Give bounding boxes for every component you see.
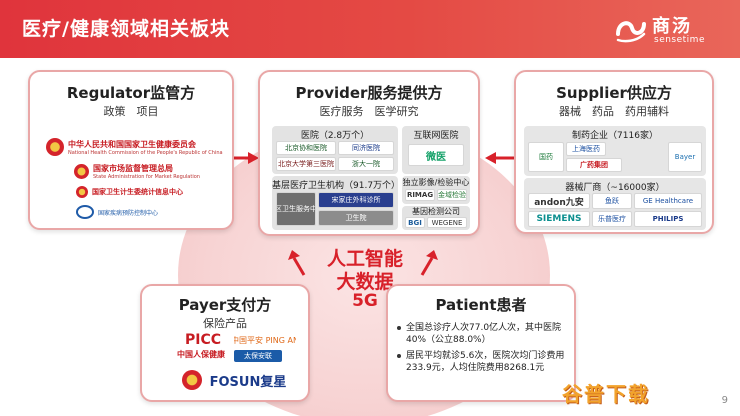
- zju1-logo: 浙大一院: [338, 157, 394, 171]
- tongji-logo: 同济医院: [338, 141, 394, 155]
- patient-card: Patient患者: [386, 284, 576, 402]
- bullet-icon: [397, 326, 401, 330]
- gpg-logo: 广药集团: [566, 158, 622, 172]
- fosun-logo: FOSUN复星: [206, 370, 290, 390]
- ge-healthcare-logo: GE Healthcare: [634, 193, 702, 209]
- picc-logo: PICC: [180, 332, 226, 348]
- sensetime-logo: 商汤 sensetime: [614, 10, 724, 50]
- center-ai-text: 人工智能: [326, 248, 403, 270]
- provider-card: Provider服务提供方 医疗服务 医学研究 医院（2.8万个） 北京协和医院…: [258, 70, 480, 236]
- internet-hospital-label: 互联网医院: [413, 131, 459, 141]
- imaging-center-label: 独立影像/检验中心: [402, 178, 470, 187]
- supplier-card: Supplier供应方 器械 药品 药用辅料 制药企业（7116家） 国药 上海…: [514, 70, 714, 234]
- clinic-sign: 宋家庄外科诊所: [318, 192, 394, 208]
- arrow-up-right-icon: [420, 250, 438, 276]
- genetic-testing-label: 基因检测公司: [412, 207, 460, 216]
- payer-card: Payer支付方 保险产品 PICC 中国人保健康 中国平安 PING AN 太…: [140, 284, 310, 402]
- provider-subtitle: 医疗服务 医学研究: [319, 105, 419, 118]
- provider-title: Provider服务提供方: [295, 84, 443, 102]
- device-label: 器械厂商（~16000家）: [565, 183, 665, 193]
- picc-health-logo: 中国人保健康: [172, 348, 230, 360]
- logo-cn-text: 商汤: [652, 16, 692, 37]
- page-title: 医疗/健康领域相关板块: [22, 18, 230, 40]
- primary-care-label: 基层医疗卫生机构（91.7万个）: [272, 181, 401, 191]
- samr-logo: 国家市场监督管理总局 State Administration for Mark…: [74, 163, 200, 180]
- supplier-subtitle: 器械 药品 药用辅料: [559, 105, 669, 118]
- samr-name-en: State Administration for Market Regulati…: [93, 174, 200, 180]
- national-emblem-icon: [46, 138, 64, 156]
- regulator-subtitle: 政策 项目: [103, 105, 159, 118]
- pku3-logo: 北京大学第三医院: [276, 157, 336, 171]
- list-item: 居民平均就诊5.6次，医院次均门诊费用233.9元，人均住院费用8268.1元: [396, 350, 576, 374]
- payer-title: Payer支付方: [178, 296, 272, 314]
- pharma-box: 制药企业（7116家） 国药 上海医药 广药集团 Bayer: [524, 126, 706, 176]
- logo-en-text: sensetime: [654, 35, 705, 45]
- hospital-box: 医院（2.8万个） 北京协和医院 同济医院 北京大学第三医院 浙大一院: [272, 126, 398, 174]
- imaging-center-box: 独立影像/检验中心 RIMAG 金域检验: [402, 176, 470, 204]
- regulator-title: Regulator监管方: [66, 84, 196, 102]
- patient-stats-list: 全国总诊疗人次77.0亿人次，其中医院40%（公立88.0%） 居民平均就诊5.…: [396, 322, 576, 378]
- community-center-photo: 社区卫生服务中心: [276, 192, 316, 226]
- sinopharm-logo: 国药: [528, 142, 564, 172]
- nhc-name-en: National Health Commission of the People…: [68, 149, 223, 156]
- pingan-logo: 中国平安 PING AN: [234, 332, 296, 348]
- payer-subtitle: 保险产品: [203, 317, 247, 330]
- pumch-logo: 北京协和医院: [276, 141, 336, 155]
- genetic-testing-box: 基因检测公司 BGI WEGENE: [402, 206, 470, 230]
- shanghai-pharma-logo: 上海医药: [566, 142, 606, 156]
- regulator-card: Regulator监管方 政策 项目 中华人民共和国国家卫生健康委员会 Nati…: [28, 70, 234, 230]
- patient-title: Patient患者: [435, 296, 527, 314]
- nhc-logo: 中华人民共和国国家卫生健康委员会 National Health Commiss…: [46, 138, 223, 156]
- samr-name: 国家市场监督管理总局: [93, 164, 173, 173]
- bgi-logo: BGI: [405, 217, 425, 228]
- watermark-text: 谷普下载: [562, 382, 650, 406]
- center-5g-text: 5G: [352, 291, 378, 311]
- health-center-photo: 卫生院: [318, 210, 394, 226]
- rimag-logo: RIMAG: [405, 189, 435, 201]
- arrow-left-icon: [485, 152, 516, 164]
- patient-stat-costs: 居民平均就诊5.6次，医院次均门诊费用233.9元，人均住院费用8268.1元: [406, 351, 565, 373]
- hospital-label: 医院（2.8万个）: [300, 131, 370, 141]
- bullet-icon: [397, 354, 401, 358]
- internet-hospital-box: 互联网医院 微医: [402, 126, 470, 174]
- nhc-name: 中华人民共和国国家卫生健康委员会: [68, 139, 196, 149]
- kingmed-logo: 金域检验: [437, 189, 467, 201]
- wegene-logo: WEGENE: [427, 217, 467, 228]
- pharma-label: 制药企业（7116家）: [572, 131, 658, 141]
- cdc-icon: [76, 205, 94, 219]
- bayer-logo: Bayer: [668, 142, 702, 172]
- philips-logo: PHILIPS: [634, 211, 702, 227]
- header-bar: 医疗/健康领域相关板块 商汤 sensetime: [0, 0, 740, 58]
- cdc-name: 国家疾病预防控制中心: [98, 209, 159, 217]
- cdc-logo: 国家疾病预防控制中心: [76, 205, 158, 219]
- cpic-allianz-logo: 太保安联: [234, 350, 282, 362]
- yuwell-logo: 鱼跃: [592, 193, 632, 209]
- primary-care-box: 基层医疗卫生机构（91.7万个） 社区卫生服务中心 宋家庄外科诊所 卫生院: [272, 176, 401, 230]
- sensetime-logo-icon: [616, 21, 646, 43]
- supplier-title: Supplier供应方: [556, 84, 672, 102]
- lepu-logo: 乐普医疗: [592, 211, 632, 227]
- national-emblem-icon: [74, 164, 89, 179]
- national-emblem-icon: [76, 186, 88, 198]
- insurance-emblem-icon: [182, 370, 202, 390]
- weiyi-logo: 微医: [408, 144, 464, 166]
- patient-stat-visits: 全国总诊疗人次77.0亿人次，其中医院40%（公立88.0%）: [406, 323, 562, 345]
- center-bigdata-text: 大数据: [336, 271, 394, 293]
- stats-center-logo: 国家卫生计生委统计信息中心: [76, 186, 183, 198]
- stats-center-name: 国家卫生计生委统计信息中心: [92, 188, 183, 196]
- siemens-logo: SIEMENS: [528, 211, 590, 227]
- device-box: 器械厂商（~16000家） andon九安 鱼跃 GE Healthcare S…: [524, 178, 706, 230]
- andon-logo: andon九安: [528, 193, 590, 209]
- arrow-up-left-icon: [288, 250, 306, 276]
- page-number: 9: [721, 395, 728, 406]
- list-item: 全国总诊疗人次77.0亿人次，其中医院40%（公立88.0%）: [396, 322, 576, 346]
